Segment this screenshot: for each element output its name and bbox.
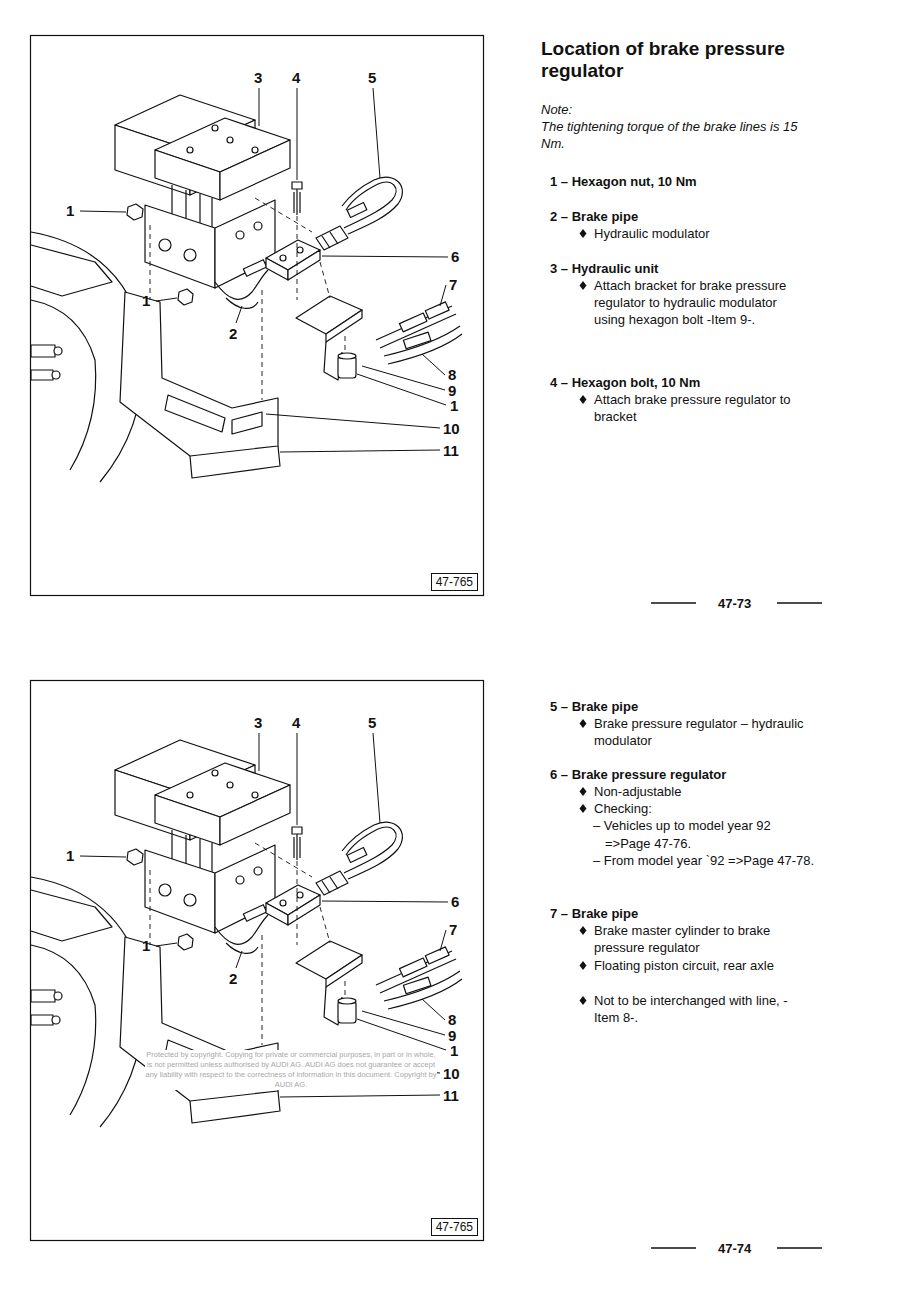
item-text: Checking: bbox=[594, 800, 809, 817]
sub-item: – From model year `92 =>Page 47-78. bbox=[593, 852, 815, 870]
item-text: Brake master cylinder to brake pressure … bbox=[594, 922, 809, 956]
item-heading: 3 – Hydraulic unit bbox=[550, 260, 658, 277]
callout-number: 1 bbox=[142, 292, 150, 309]
item-text: Non-adjustable bbox=[594, 783, 809, 800]
item-heading: 7 – Brake pipe bbox=[550, 905, 638, 922]
callout-number: 1 bbox=[66, 847, 74, 864]
item-heading: 1 – Hexagon nut, 10 Nm bbox=[550, 173, 697, 190]
item-heading: 5 – Brake pipe bbox=[550, 698, 638, 715]
item-heading: 2 – Brake pipe bbox=[550, 208, 638, 225]
callout-number: 3 bbox=[254, 69, 262, 86]
item-text: Attach brake pressure regulator to brack… bbox=[594, 391, 809, 425]
page-title: Location of brake pressure regulator bbox=[541, 38, 841, 82]
watermark: Protected by copyright. Copying for priv… bbox=[145, 1050, 437, 1090]
callout-number: 8 bbox=[448, 1011, 456, 1028]
callout-number: 3 bbox=[254, 714, 262, 731]
callout-number: 7 bbox=[449, 276, 457, 293]
callout-number: 9 bbox=[448, 1027, 456, 1044]
callout-number: 1 bbox=[142, 937, 150, 954]
callout-number: 2 bbox=[229, 325, 237, 342]
callout-number: 1 bbox=[450, 397, 458, 414]
callout-number: 4 bbox=[292, 69, 300, 86]
callout-number: 7 bbox=[449, 921, 457, 938]
item-heading: 4 – Hexagon bolt, 10 Nm bbox=[550, 374, 700, 391]
callout-number: 5 bbox=[368, 714, 376, 731]
bullet-mark bbox=[580, 229, 587, 238]
callout-number: 6 bbox=[451, 893, 459, 910]
callout-number: 11 bbox=[443, 442, 459, 459]
callout-number: 5 bbox=[368, 69, 376, 86]
item-text: Not to be interchanged with line, -Item … bbox=[594, 992, 809, 1026]
item-heading: 6 – Brake pressure regulator bbox=[550, 766, 726, 783]
callout-number: 2 bbox=[229, 970, 237, 987]
figure-number-box: 47-765 bbox=[431, 1218, 478, 1236]
bullet-mark bbox=[580, 961, 587, 970]
note-heading: Note: bbox=[541, 101, 572, 118]
figure-number-box: 47-765 bbox=[431, 573, 478, 591]
bullet-mark bbox=[580, 281, 587, 290]
sub-item: – Vehicles up to model year 92 =>Page 47… bbox=[593, 817, 815, 852]
callout-number: 1 bbox=[450, 1042, 458, 1059]
callout-number: 6 bbox=[451, 248, 459, 265]
item-text: Attach bracket for brake pressure regula… bbox=[594, 277, 809, 328]
callout-number: 1 bbox=[66, 202, 74, 219]
bullet-mark bbox=[580, 996, 587, 1005]
bullet-mark bbox=[580, 926, 587, 935]
item-text: Hydraulic modulator bbox=[594, 225, 809, 242]
figure-number: 47-765 bbox=[436, 575, 473, 589]
callout-number: 9 bbox=[448, 382, 456, 399]
callout-number: 4 bbox=[292, 714, 300, 731]
bullet-mark bbox=[580, 395, 587, 404]
item-text: Floating piston circuit, rear axle bbox=[594, 957, 809, 974]
page-number: 47-74 bbox=[718, 1240, 751, 1257]
figure-number: 47-765 bbox=[436, 1220, 473, 1234]
bullet-mark bbox=[580, 787, 587, 796]
page-number: 47-73 bbox=[718, 595, 751, 612]
note-text: The tightening torque of the brake lines… bbox=[541, 118, 803, 152]
callout-number: 10 bbox=[443, 1065, 460, 1082]
bullet-mark bbox=[580, 719, 587, 728]
callout-number: 10 bbox=[443, 420, 460, 437]
callout-number: 8 bbox=[448, 366, 456, 383]
item-text: Brake pressure regulator – hydraulic mod… bbox=[594, 715, 809, 749]
callout-number: 11 bbox=[443, 1087, 459, 1104]
bullet-mark bbox=[580, 804, 587, 813]
